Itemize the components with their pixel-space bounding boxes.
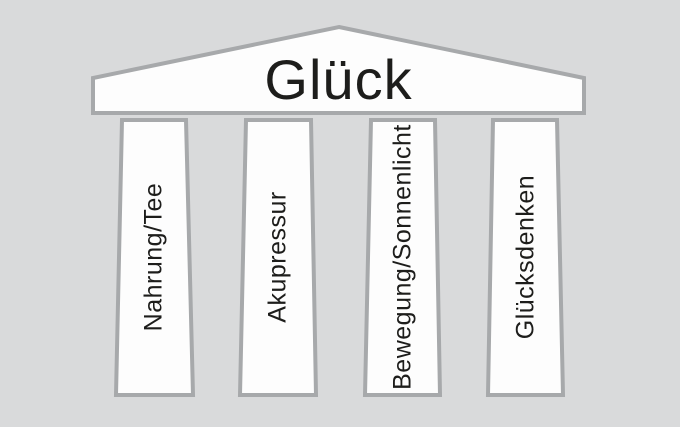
pillar-shape-gluecksdenken	[485, 118, 566, 397]
pillar-shape-bewegung-sonnenlicht	[362, 118, 443, 397]
pillar-shape-akupressur	[237, 118, 319, 397]
pillar-shape-nahrung-tee	[113, 118, 196, 397]
pediment-shape	[91, 24, 586, 115]
